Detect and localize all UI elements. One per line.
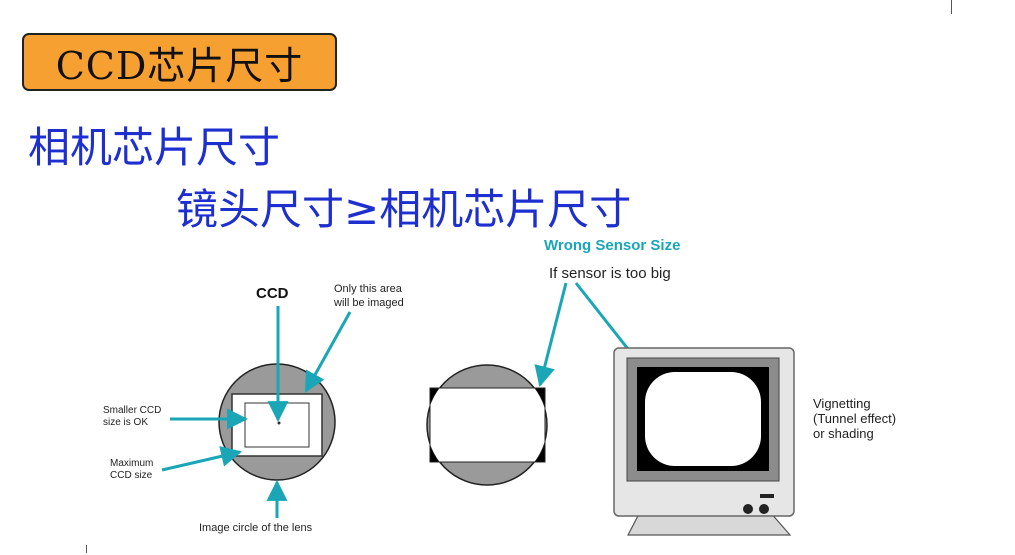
vignetting-label-1: Vignetting (813, 396, 871, 411)
oversized-image-circle-inner (430, 388, 545, 462)
image-circle-label: Image circle of the lens (199, 522, 313, 534)
smaller-ccd-label-2: size is OK (103, 417, 148, 428)
oversized-sensor-outline (429, 387, 546, 463)
heading-camera-chip-size: 相机芯片尺寸 (28, 123, 281, 172)
slide-title: CCD芯片尺寸 (22, 33, 337, 91)
edge-mark (951, 0, 952, 14)
smaller-ccd-label-1: Smaller CCD (103, 405, 161, 416)
only-area-label-1: Only this area (334, 283, 403, 295)
too-big-label: If sensor is too big (549, 265, 671, 282)
max-ccd-arrow (161, 446, 243, 472)
maximum-ccd-label-2: CCD size (110, 470, 153, 481)
ccd-label: CCD (256, 285, 289, 302)
maximum-ccd-label-1: Maximum (110, 458, 153, 469)
only-area-arrow (304, 311, 352, 393)
edge-mark-bottom (86, 545, 87, 553)
ccd-center-dot (277, 421, 281, 425)
oversized-sensor-group (426, 364, 548, 486)
only-area-label-2: will be imaged (333, 297, 404, 309)
vignette-bright-area (645, 372, 761, 466)
monitor-knob-1 (743, 504, 753, 514)
monitor-illustration (613, 347, 795, 536)
heading-lens-vs-chip: 镜头尺寸≥相机芯片尺寸 (176, 185, 632, 234)
vignetting-label-3: or shading (813, 426, 874, 441)
monitor-knob-2 (759, 504, 769, 514)
too-big-arrow-left (534, 282, 568, 388)
vignetting-label-2: (Tunnel effect) (813, 411, 896, 426)
wrong-sensor-title: Wrong Sensor Size (544, 237, 680, 254)
monitor-button (760, 494, 774, 498)
